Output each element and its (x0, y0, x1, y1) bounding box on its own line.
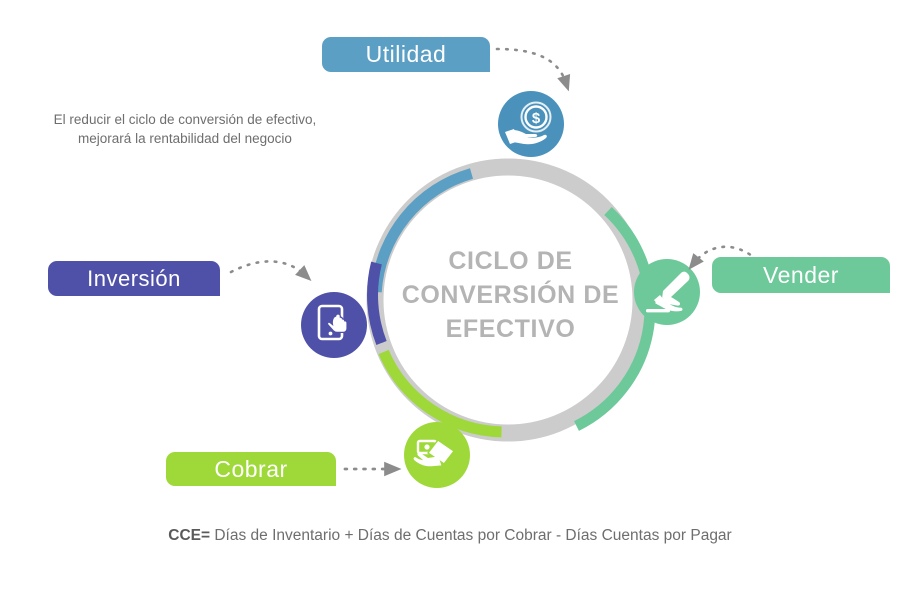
arc-cobrar (378, 349, 502, 438)
hand-receiving-cash-icon (413, 439, 456, 467)
arrow-utilidad (495, 47, 571, 92)
badge-utilidad-label: Utilidad (365, 41, 447, 67)
arrow-inversion (229, 260, 312, 282)
badge-cobrar-label: Cobrar (214, 455, 288, 482)
badge-inversion[interactable]: Inversión (48, 261, 220, 296)
badge-cobrar[interactable]: Cobrar (166, 452, 336, 486)
node-vender[interactable] (634, 259, 700, 325)
center-title: CICLO DE CONVERSIÓN DE EFECTIVO (368, 244, 653, 346)
hand-writing-pen-icon (646, 271, 690, 313)
formula-body: Días de Inventario + Días de Cuentas por… (210, 527, 732, 544)
node-inversion[interactable] (301, 292, 367, 358)
badge-inversion-label: Inversión (87, 265, 181, 291)
formula-caption: CCE= Días de Inventario + Días de Cuenta… (0, 527, 900, 545)
center-title-line-3: EFECTIVO (445, 315, 576, 343)
badge-vender[interactable]: Vender (712, 257, 890, 293)
badge-vender-label: Vender (763, 261, 839, 288)
arc-inversion (367, 261, 387, 345)
arc-vender (574, 206, 656, 431)
node-cobrar[interactable] (404, 422, 470, 488)
tablet-touch-icon (317, 304, 348, 341)
arrow-vender (688, 245, 759, 270)
badge-utilidad[interactable]: Utilidad (322, 37, 490, 72)
node-utilidad[interactable]: $ (498, 91, 564, 157)
hand-holding-coin-icon: $ (505, 101, 552, 145)
center-title-line-1: CICLO DE (448, 247, 573, 275)
explanatory-note: El reducir el ciclo de conversión de efe… (53, 112, 317, 146)
formula-prefix: CCE= (168, 527, 211, 544)
svg-text:$: $ (532, 110, 541, 127)
center-title-line-2: CONVERSIÓN DE (401, 281, 620, 309)
